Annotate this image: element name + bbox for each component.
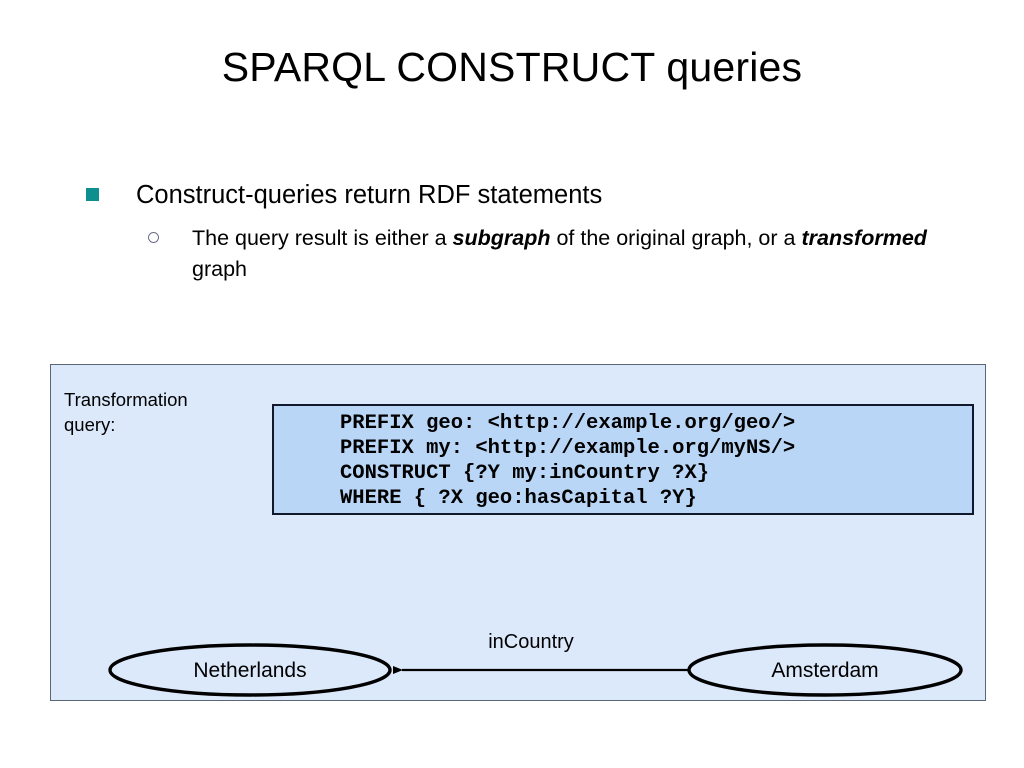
sparql-code-box: PREFIX geo: <http://example.org/geo/> PR… (272, 404, 974, 515)
bullet-level2-part1: The query result is either a (192, 226, 453, 250)
rdf-graph-diagram: inCountry Netherlands Amsterdam (51, 595, 987, 702)
graph-edge-label: inCountry (488, 631, 574, 653)
graph-node-netherlands-label: Netherlands (193, 659, 306, 682)
graph-node-amsterdam-shape (687, 643, 963, 697)
sparql-code-text: PREFIX geo: <http://example.org/geo/> PR… (340, 411, 795, 511)
square-bullet-icon (86, 188, 99, 201)
page-title: SPARQL CONSTRUCT queries (221, 44, 803, 90)
bullet-level1-text: Construct-queries return RDF statements (136, 181, 603, 209)
bullet-list: Construct-queries return RDF statements … (84, 178, 984, 285)
circle-bullet-icon (148, 232, 159, 243)
graph-node-netherlands-shape (108, 643, 392, 697)
bullet-level2-part2: of the original graph, or a (550, 226, 802, 250)
code-line-4: WHERE { ?X geo:hasCapital ?Y} (340, 487, 697, 510)
graph-node-amsterdam-label: Amsterdam (771, 659, 878, 682)
code-line-2: PREFIX my: <http://example.org/myNS/> (340, 437, 796, 460)
bullet-level2-emphasis-transformed: transformed (801, 226, 927, 250)
bullet-level2: The query result is either a subgraph of… (142, 223, 952, 285)
code-line-1: PREFIX geo: <http://example.org/geo/> (340, 412, 796, 435)
bullet-level2-emphasis-subgraph: subgraph (452, 226, 551, 250)
example-panel: Transformation query: PREFIX geo: <http:… (50, 364, 986, 701)
bullet-level2-part3: graph (192, 257, 247, 281)
bullet-level1: Construct-queries return RDF statements (84, 178, 984, 212)
code-line-3: CONSTRUCT {?Y my:inCountry ?X} (340, 462, 710, 485)
panel-label: Transformation query: (64, 389, 188, 435)
